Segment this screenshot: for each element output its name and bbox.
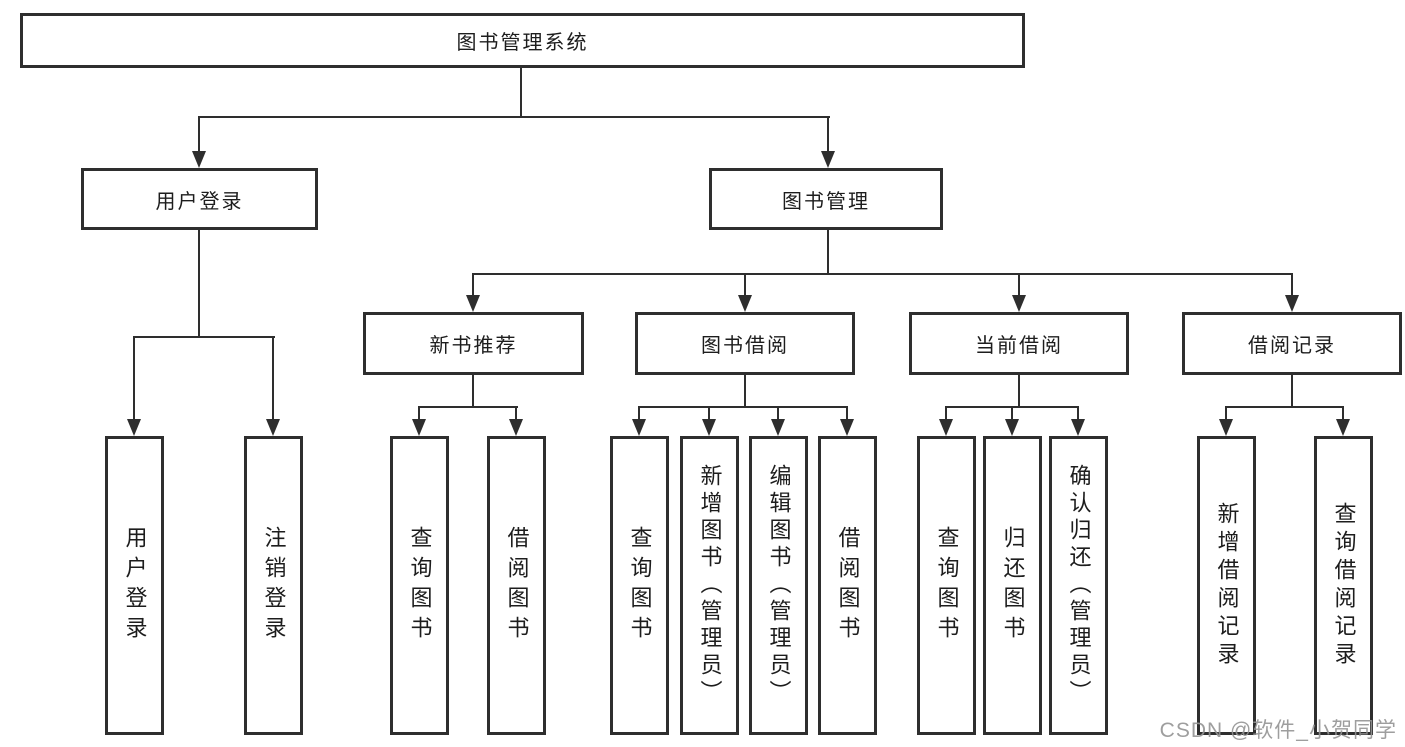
connector-root-stub	[520, 68, 522, 116]
node-leaf-confirm-return-admin-label: 确认归还（管理员）	[1066, 464, 1092, 707]
node-root: 图书管理系统	[20, 13, 1025, 68]
connector-drop	[708, 406, 710, 419]
connector-userlogin-rail	[133, 336, 275, 338]
connector-drop	[1291, 273, 1293, 295]
connector-drop	[1342, 406, 1344, 419]
node-current-borrow: 当前借阅	[909, 312, 1129, 375]
connector-root-rail	[198, 116, 830, 118]
connector-drop	[418, 406, 420, 419]
arrowhead-down-icon	[821, 151, 835, 168]
arrowhead-down-icon	[738, 295, 752, 312]
node-leaf-query-borrow-record: 查询借阅记录	[1314, 436, 1373, 735]
node-leaf-borrow-books-1-label: 借阅图书	[504, 525, 530, 646]
node-user-login-label: 用户登录	[155, 190, 244, 213]
connector-stub	[1018, 375, 1020, 406]
arrowhead-down-icon	[266, 419, 280, 436]
node-leaf-logout-label: 注销登录	[261, 525, 287, 646]
connector-userlogin-stub	[198, 230, 200, 336]
node-new-book-recommend-label: 新书推荐	[429, 335, 518, 357]
csdn-watermark: CSDN @软件_小贺同学	[1159, 719, 1397, 742]
node-leaf-add-borrow-record: 新增借阅记录	[1197, 436, 1256, 735]
arrowhead-down-icon	[509, 419, 523, 436]
arrowhead-down-icon	[1012, 295, 1026, 312]
arrowhead-down-icon	[412, 419, 426, 436]
arrowhead-down-icon	[632, 419, 646, 436]
connector-drop	[472, 273, 474, 295]
connector-drop	[777, 406, 779, 419]
connector-drop	[272, 336, 274, 419]
connector-drop	[1018, 273, 1020, 295]
arrowhead-down-icon	[127, 419, 141, 436]
node-leaf-borrow-books-2-label: 借阅图书	[835, 525, 861, 646]
arrowhead-down-icon	[466, 295, 480, 312]
connector-bookmgmt-stub	[827, 230, 829, 273]
connector-drop	[198, 116, 200, 151]
node-borrow-records: 借阅记录	[1182, 312, 1402, 375]
node-user-login: 用户登录	[81, 168, 318, 230]
connector-drop	[846, 406, 848, 419]
connector-drop	[827, 116, 829, 151]
arrowhead-down-icon	[1071, 419, 1085, 436]
arrowhead-down-icon	[939, 419, 953, 436]
connector-drop	[133, 336, 135, 419]
connector-drop	[1077, 406, 1079, 419]
connector-drop	[744, 273, 746, 295]
connector-rail	[1225, 406, 1344, 408]
connector-drop	[1011, 406, 1013, 419]
node-leaf-query-books-1-label: 查询图书	[407, 525, 433, 646]
node-leaf-add-borrow-record-label: 新增借阅记录	[1214, 501, 1240, 670]
connector-drop	[1225, 406, 1227, 419]
connector-drop	[638, 406, 640, 419]
arrowhead-down-icon	[192, 151, 206, 168]
connector-drop	[945, 406, 947, 419]
connector-level3-rail	[472, 273, 1293, 275]
node-leaf-add-book-admin-label: 新增图书（管理员）	[697, 464, 723, 707]
node-book-management: 图书管理	[709, 168, 943, 230]
node-root-label: 图书管理系统	[456, 32, 589, 54]
node-leaf-query-books-3-label: 查询图书	[934, 525, 960, 646]
node-leaf-borrow-books-1: 借阅图书	[487, 436, 546, 735]
node-leaf-user-login-label: 用户登录	[122, 525, 148, 646]
connector-stub	[1291, 375, 1293, 406]
node-leaf-logout: 注销登录	[244, 436, 303, 735]
node-book-borrow-label: 图书借阅	[701, 335, 789, 357]
arrowhead-down-icon	[1336, 419, 1350, 436]
node-current-borrow-label: 当前借阅	[975, 335, 1063, 357]
arrowhead-down-icon	[702, 419, 716, 436]
node-borrow-records-label: 借阅记录	[1248, 335, 1336, 357]
arrowhead-down-icon	[1285, 295, 1299, 312]
connector-rail	[638, 406, 848, 408]
arrowhead-down-icon	[840, 419, 854, 436]
node-leaf-edit-book-admin: 编辑图书（管理员）	[749, 436, 808, 735]
node-leaf-confirm-return-admin: 确认归还（管理员）	[1049, 436, 1108, 735]
node-leaf-query-borrow-record-label: 查询借阅记录	[1331, 501, 1357, 670]
connector-stub	[744, 375, 746, 406]
node-leaf-user-login: 用户登录	[105, 436, 164, 735]
arrowhead-down-icon	[1219, 419, 1233, 436]
node-leaf-query-books-1: 查询图书	[390, 436, 449, 735]
arrowhead-down-icon	[1005, 419, 1019, 436]
node-leaf-query-books-2-label: 查询图书	[627, 525, 653, 646]
node-leaf-query-books-2: 查询图书	[610, 436, 669, 735]
node-leaf-add-book-admin: 新增图书（管理员）	[680, 436, 739, 735]
connector-rail	[418, 406, 518, 408]
node-book-borrow: 图书借阅	[635, 312, 855, 375]
node-leaf-edit-book-admin-label: 编辑图书（管理员）	[766, 464, 792, 707]
node-leaf-return-book-label: 归还图书	[1000, 525, 1026, 646]
node-leaf-borrow-books-2: 借阅图书	[818, 436, 877, 735]
node-leaf-return-book: 归还图书	[983, 436, 1042, 735]
node-leaf-query-books-3: 查询图书	[917, 436, 976, 735]
connector-stub	[472, 375, 474, 406]
node-new-book-recommend: 新书推荐	[363, 312, 584, 375]
arrowhead-down-icon	[771, 419, 785, 436]
connector-drop	[515, 406, 517, 419]
node-book-management-label: 图书管理	[782, 190, 870, 213]
